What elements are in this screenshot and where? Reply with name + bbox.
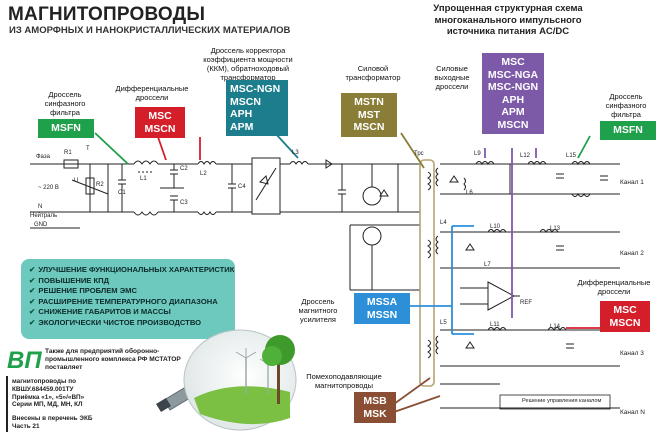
- l6-label: L6: [466, 190, 473, 196]
- channel-3-label: Канал 3: [620, 350, 644, 357]
- output-chokes-caption: Силовые выходные дроссели: [434, 64, 470, 91]
- material-msfn: MSFN: [613, 124, 643, 136]
- material-mscn: MSCN: [144, 122, 176, 135]
- channel-2-label: Канал 2: [620, 250, 644, 257]
- diff-left-caption: Дифференциальные дроссели: [115, 84, 189, 102]
- material-apm: APM: [501, 106, 525, 118]
- ref-label: REF: [520, 300, 532, 306]
- page-subtitle: ИЗ АМОРФНЫХ И НАНОКРИСТАЛЛИЧЕСКИХ МАТЕРИ…: [9, 25, 291, 36]
- material-msfn: MSFN: [51, 122, 81, 134]
- check-icon: ✔: [29, 296, 36, 306]
- material-mscn: MSCN: [609, 316, 641, 329]
- benefit-item: ✔ПОВЫШЕНИЕ КПД: [29, 275, 109, 285]
- r1-label: R1: [64, 150, 72, 156]
- material-msb: MSB: [363, 395, 387, 407]
- spec-info: магнитопроводы по КВШУ.684459.001ТУ Приё…: [12, 378, 93, 430]
- pfc-badge: MSC-NGN MSCN APH APM: [226, 80, 288, 136]
- benefits-panel: ✔УЛУЧШЕНИЕ ФУНКЦИОНАЛЬНЫХ ХАРАКТЕРИСТИК …: [21, 259, 235, 339]
- trs-label: Трс: [414, 151, 424, 157]
- c2-label: C2: [180, 166, 188, 172]
- emi-caption: Помехоподавляющие магнитопроводы: [306, 372, 382, 390]
- l12-label: L12: [520, 153, 531, 159]
- check-icon: ✔: [29, 265, 36, 274]
- channel-1-label: Канал 1: [620, 179, 644, 186]
- output-chokes-badge: MSC MSC-NGA MSC-NGN APH APM MSCN: [482, 53, 544, 134]
- material-mstn: MSTN: [354, 96, 384, 108]
- l9-label: L9: [474, 151, 481, 157]
- material-aph: APH: [501, 93, 525, 106]
- r2-label: R2: [96, 182, 104, 188]
- aux-block-label: Решение управления каналом: [522, 398, 602, 404]
- l11-label: L11: [490, 322, 500, 328]
- page-title: МАГНИТОПРОВОДЫ: [8, 4, 206, 25]
- gnd-label: GND: [34, 222, 48, 228]
- benefit-item: ✔РАСШИРЕНИЕ ТЕМПЕРАТУРНОГО ДИАПАЗОНА: [29, 296, 218, 306]
- info-divider: [6, 376, 8, 432]
- material-msc: MSC: [501, 56, 525, 68]
- material-mscn: MSCN: [230, 95, 261, 108]
- check-icon: ✔: [29, 286, 36, 296]
- benefit-item: ✔УЛУЧШЕНИЕ ФУНКЦИОНАЛЬНЫХ ХАРАКТЕРИСТИК: [29, 265, 235, 274]
- sync-filter-right-badge: MSFN: [600, 121, 656, 140]
- eco-bulb-illustration: [156, 329, 297, 431]
- n-label: N: [38, 204, 43, 210]
- benefit-item: ✔СНИЖЕНИЕ ГАБАРИТОВ И МАССЫ: [29, 307, 171, 317]
- power-transformer-badge: MSTN MST MSCN: [341, 93, 397, 137]
- material-msc-ngn: MSC-NGN: [230, 83, 281, 95]
- l10-label: L10: [490, 224, 501, 230]
- mag-amp-badge: MSSA MSSN: [354, 293, 410, 324]
- u-label: U: [74, 178, 79, 184]
- sync-filter-left-badge: MSFN: [38, 119, 94, 138]
- check-icon: ✔: [29, 275, 36, 285]
- vp-note: Также для предприятий оборонно-промышлен…: [45, 348, 181, 371]
- material-msc: MSC: [613, 304, 637, 316]
- material-msc-ngn: MSC-NGN: [487, 81, 539, 93]
- mag-amp-caption: Дроссель магнитного усилителя: [298, 297, 338, 324]
- diff-right-badge: MSC MSCN: [600, 301, 650, 332]
- material-msk: MSK: [363, 407, 387, 420]
- power-transformer-caption: Силовой трансформатор: [345, 64, 401, 82]
- t-label: T: [86, 146, 90, 152]
- l3-label: L3: [292, 150, 299, 156]
- material-apm: APM: [230, 120, 254, 133]
- benefit-item: ✔ЭКОЛОГИЧЕСКИ ЧИСТОЕ ПРОИЗВОДСТВО: [29, 317, 202, 327]
- material-msc-nga: MSC-NGA: [487, 68, 539, 81]
- check-icon: ✔: [29, 307, 36, 317]
- l1-label: L1: [140, 176, 147, 182]
- diff-left-badge: MSC MSCN: [135, 107, 185, 138]
- l5-label: L5: [440, 320, 447, 326]
- benefit-item: ✔РЕШЕНИЕ ПРОБЛЕМ ЭМС: [29, 286, 137, 296]
- l13-label: L13: [550, 226, 561, 232]
- vp-logo: ВП: [7, 347, 42, 374]
- c1-label: C1: [118, 190, 126, 196]
- material-mssn: MSSN: [366, 308, 398, 321]
- phase-label: Фаза: [36, 154, 50, 160]
- l7-label: L7: [484, 262, 491, 268]
- material-aph: APH: [230, 108, 253, 120]
- check-icon: ✔: [29, 317, 36, 327]
- material-mssa: MSSA: [366, 296, 398, 308]
- emi-badge: MSB MSK: [354, 392, 396, 423]
- pfc-caption: Дроссель корректора коэффициента мощност…: [203, 46, 293, 82]
- material-msc: MSC: [148, 110, 172, 122]
- material-mst: MST: [357, 108, 381, 121]
- channel-n-label: Канал N: [620, 409, 645, 416]
- l14-label: L14: [550, 324, 561, 330]
- material-mscn: MSCN: [497, 118, 529, 131]
- voltage-label: ~ 220 В: [38, 185, 59, 191]
- neutral-label: Нейтраль: [30, 213, 58, 219]
- sync-filter-right-caption: Дроссель синфазного фильтра: [605, 92, 647, 119]
- material-mscn: MSCN: [353, 121, 385, 133]
- c4-label: C4: [238, 184, 246, 190]
- diagram-title: Упрощенная структурная схема многоканаль…: [433, 3, 583, 37]
- sync-filter-left-caption: Дроссель синфазного фильтра: [44, 90, 86, 117]
- l4-label: L4: [440, 220, 447, 226]
- l2-label: L2: [200, 171, 207, 177]
- diff-right-caption: Дифференциальные дроссели: [577, 278, 651, 296]
- l15-label: L15: [566, 153, 577, 159]
- c3-label: C3: [180, 200, 188, 206]
